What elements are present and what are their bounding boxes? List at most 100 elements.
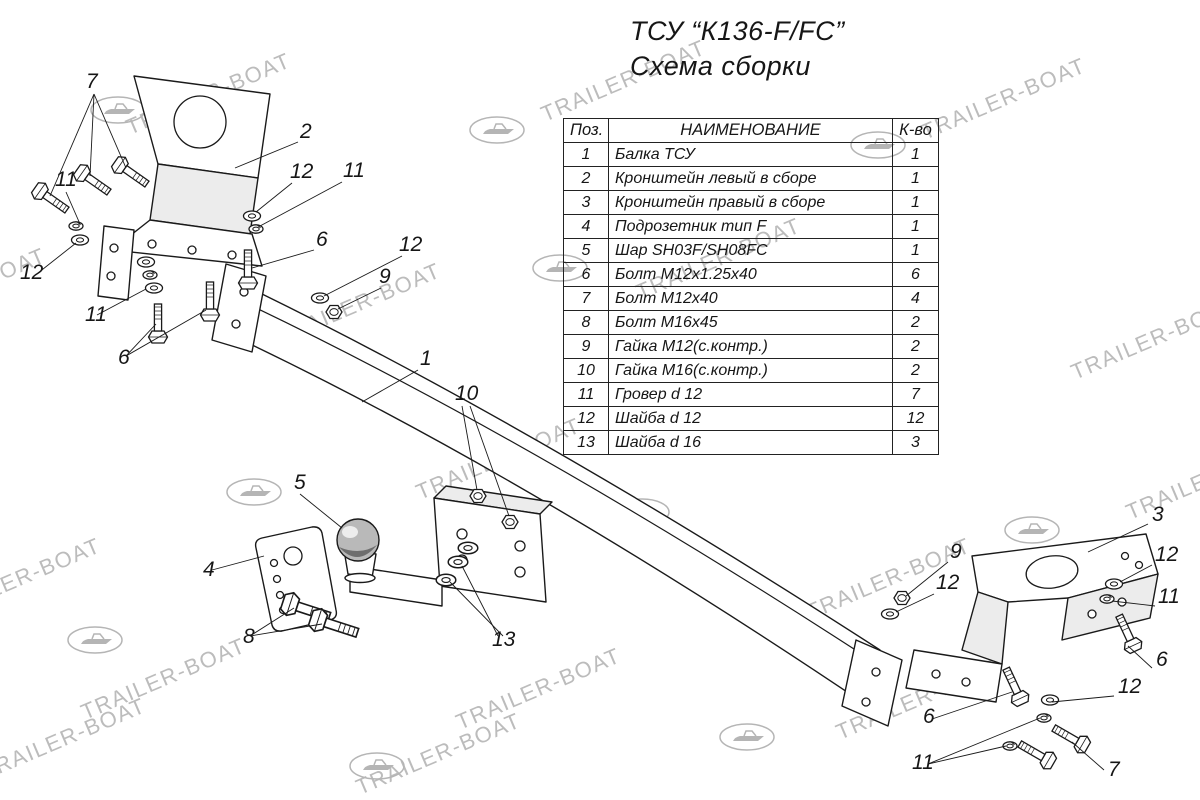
bolt-m12x40	[1048, 719, 1093, 757]
leader-line	[65, 191, 81, 225]
callout-label-12: 12	[936, 571, 960, 594]
part-qty: 3	[892, 430, 939, 455]
grover-d12	[142, 270, 158, 280]
mount-hole	[861, 697, 871, 707]
flange-hole	[187, 245, 197, 255]
leader-line	[905, 561, 949, 597]
leader-line	[927, 717, 1041, 765]
leader-line	[1119, 564, 1153, 583]
drawing-title: ТСУ “К136-F/FC” Схема сборки	[630, 14, 970, 84]
part-pos: 1	[563, 142, 609, 167]
leader-line	[1051, 695, 1115, 703]
part-pos: 13	[563, 430, 609, 455]
part-name: Балка ТСУ	[608, 142, 893, 167]
part-qty: 6	[892, 262, 939, 287]
callout-leader-lines	[37, 93, 1156, 771]
part-name: Болт М12х1.25х40	[608, 262, 893, 287]
bolt-m12	[199, 281, 221, 322]
part-name: Шайба d 12	[608, 406, 893, 431]
watermark-text: TRAILER-BOAT	[0, 533, 104, 625]
washer-d12	[1040, 694, 1060, 706]
callout-label-12: 12	[399, 233, 423, 256]
callout-label-2: 2	[299, 120, 312, 143]
nut-m16	[469, 488, 487, 504]
boat-logo-icon	[67, 626, 123, 654]
part-pos: 11	[563, 382, 609, 407]
callout-label-11: 11	[343, 159, 365, 182]
hitch-ball	[336, 518, 380, 584]
leader-line	[249, 607, 295, 637]
watermark-text: TRAILER-BOAT	[0, 693, 149, 785]
beam-right-end-plate	[841, 639, 903, 727]
nut-m12	[893, 590, 911, 606]
part-name: Болт М16х45	[608, 310, 893, 335]
right-bracket-flange	[905, 649, 1003, 703]
boat-logo-icon	[719, 723, 775, 751]
boat-logo-icon	[226, 478, 282, 506]
socket-hole	[272, 574, 282, 584]
flange-hole	[147, 239, 157, 249]
part-name: Шайба d 16	[608, 430, 893, 455]
bolt-m12	[996, 663, 1032, 709]
leader-line	[259, 181, 343, 227]
part-pos: 8	[563, 310, 609, 335]
part-name: Гровер d 12	[608, 382, 893, 407]
part-qty: 1	[892, 166, 939, 191]
callout-label-12: 12	[290, 160, 314, 183]
watermark-text: TRAILER-BOAT	[0, 243, 49, 335]
center-box-front	[433, 497, 547, 603]
callout-label-10: 10	[455, 382, 479, 405]
leader-line	[89, 93, 95, 177]
mount-hole	[231, 319, 241, 329]
leader-line	[931, 691, 1013, 720]
leader-line	[449, 581, 504, 637]
leader-line	[37, 242, 77, 274]
col-header-name: НАИМЕНОВАНИЕ	[608, 118, 893, 143]
bolt-hole	[514, 566, 526, 578]
grover-d12	[1099, 594, 1115, 604]
ball-highlight	[342, 526, 358, 538]
ball-shading	[339, 545, 377, 558]
part-pos: 2	[563, 166, 609, 191]
leader-line	[299, 493, 343, 529]
washer-d12	[144, 282, 164, 294]
leader-line	[895, 593, 935, 613]
grover-d12	[248, 224, 264, 234]
callout-label-11: 11	[55, 168, 77, 191]
center-bracket	[349, 485, 553, 607]
callout-label-12: 12	[20, 261, 44, 284]
washer-d16	[457, 541, 479, 555]
washer-d12	[880, 608, 900, 620]
bolt-m12x40	[1014, 735, 1059, 773]
leader-line	[96, 288, 147, 316]
part-name: Шар SH03F/SH08FC	[608, 238, 893, 263]
callout-label-11: 11	[912, 751, 934, 774]
part-pos: 12	[563, 406, 609, 431]
callout-layer: 7 11 2 12 11 6 12 12 9 11 6 1 10 5 4 8 1…	[20, 70, 1180, 781]
left-bracket-large-hole	[173, 95, 227, 149]
callout-label-8: 8	[243, 625, 255, 648]
callout-label-7: 7	[86, 70, 99, 93]
callout-label-9: 9	[379, 265, 391, 288]
bolt-m12x40	[70, 161, 116, 201]
callout-label-6: 6	[923, 705, 935, 728]
flange-hole	[931, 669, 941, 679]
fold-hole	[1087, 609, 1097, 619]
part-name: Гайка М16(с.контр.)	[608, 358, 893, 383]
right-bracket-right-fold	[1061, 573, 1159, 641]
callout-label-1: 1	[420, 347, 432, 370]
title-line2: Схема сборки	[630, 51, 811, 82]
bolt-hole	[456, 528, 468, 540]
bolt-hole	[514, 540, 526, 552]
part-pos: 4	[563, 214, 609, 239]
grover-d12	[68, 221, 84, 231]
part-pos: 9	[563, 334, 609, 359]
leader-line	[1111, 600, 1156, 607]
part-name: Подрозетник тип F	[608, 214, 893, 239]
leader-line	[461, 405, 478, 491]
